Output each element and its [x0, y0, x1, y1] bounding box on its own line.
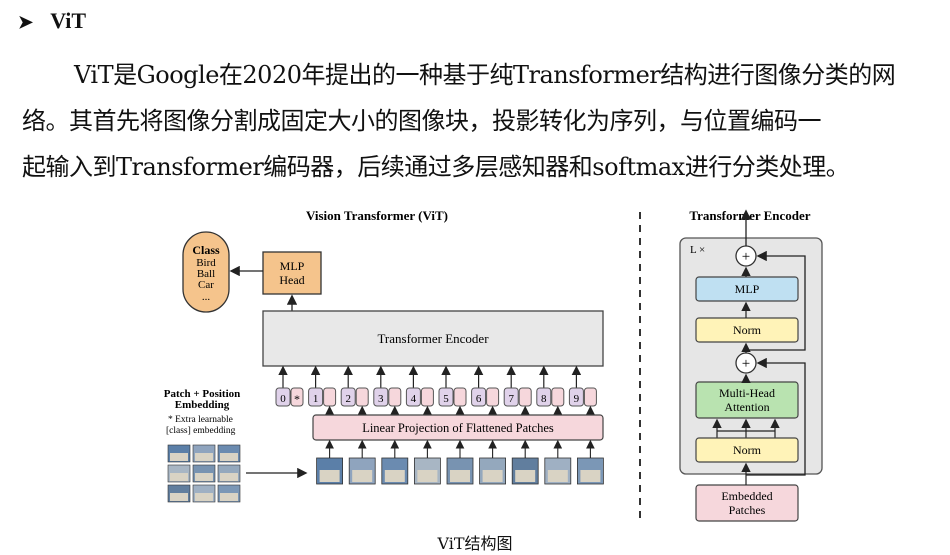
class-item: Ball — [197, 268, 215, 280]
position-embedding-token — [536, 387, 552, 407]
figure-caption: ViT结构图 — [437, 534, 513, 553]
token-sequence: 0 * 1 2 3 4 5 6 7 8 9 — [275, 365, 597, 415]
image-patch-detail — [417, 470, 438, 482]
arrow-bullet-icon: ➤ — [18, 12, 34, 32]
mlp-head-label: Head — [279, 273, 304, 287]
linear-projection-label: Linear Projection of Flattened Patches — [362, 421, 554, 435]
class-output-box — [182, 231, 230, 313]
source-image-tile-detail — [195, 453, 213, 461]
position-embedding-token — [438, 387, 454, 407]
mlp-head-box — [262, 251, 322, 295]
norm-label: Norm — [733, 443, 762, 457]
position-index: 6 — [476, 393, 482, 405]
transformer-encoder-label: Transformer Encoder — [377, 331, 489, 346]
attention-label: Multi-Head — [719, 386, 775, 400]
paragraph-line-2: 络。其首先将图像分割成固定大小的图像块，投影转化为序列，与位置编码一 — [22, 107, 822, 135]
norm-label: Norm — [733, 323, 762, 337]
patch-embedding-token — [518, 387, 532, 407]
position-index: 5 — [443, 393, 449, 405]
patch-embedding-token — [453, 387, 467, 407]
class-item: ... — [202, 291, 211, 303]
position-embedding-token — [275, 387, 291, 407]
section-title: ViT — [50, 8, 87, 33]
class-title: Class — [192, 243, 220, 257]
position-index: 8 — [541, 393, 547, 405]
position-index: 2 — [345, 393, 351, 405]
position-embedding-token — [373, 387, 389, 407]
image-patch-detail — [580, 470, 601, 482]
section-heading: ➤ ViT — [18, 8, 86, 34]
attention-label: Attention — [724, 400, 769, 414]
image-patches — [316, 439, 604, 485]
patch-embedding-token — [388, 387, 402, 407]
patch-embedding-token — [420, 387, 434, 407]
mlp-head-label: MLP — [280, 259, 305, 273]
transformer-encoder-box — [262, 310, 604, 367]
class-token — [290, 387, 304, 407]
position-embedding-token — [503, 387, 519, 407]
encoder-panel-title: Transformer Encoder — [689, 208, 810, 223]
source-image-tile-detail — [195, 473, 213, 481]
class-item: Car — [198, 279, 214, 291]
image-patch-detail — [384, 470, 405, 482]
source-image-tile-detail — [220, 473, 238, 481]
patch-embedding-label: Embedding — [175, 399, 230, 411]
image-patch-detail — [450, 470, 470, 482]
vit-architecture-diagram: Vision Transformer (ViT) Transformer Enc… — [164, 208, 823, 522]
source-image-grid — [167, 444, 241, 503]
source-image-tile-detail — [220, 453, 238, 461]
extra-note: * Extra learnable — [168, 415, 233, 425]
position-index: 9 — [574, 393, 580, 405]
position-embedding-token — [405, 387, 421, 407]
embedded-patches-box — [695, 484, 799, 522]
repeat-label: L × — [690, 244, 705, 256]
patch-embedding-label: Patch + Position — [164, 388, 241, 400]
position-embedding-token — [471, 387, 487, 407]
position-embedding-token — [308, 387, 324, 407]
source-image-tile-detail — [170, 493, 188, 501]
paragraph-line-1: ViT是Google在2020年提出的一种基于纯Transformer结构进行图… — [74, 61, 896, 89]
patch-embedding-token — [551, 387, 565, 407]
patch-embedding-token — [323, 387, 337, 407]
patch-embedding-token — [583, 387, 597, 407]
class-item: Bird — [196, 257, 216, 269]
residual-connection-top — [746, 250, 806, 351]
norm-block-top — [695, 317, 799, 343]
position-index: 7 — [508, 393, 514, 405]
extra-note: [class] embedding — [166, 426, 236, 436]
position-index: 1 — [313, 393, 319, 405]
source-image-tile-detail — [195, 493, 213, 501]
residual-connection-bottom — [746, 357, 806, 476]
patch-embedding-token — [355, 387, 369, 407]
position-index: 4 — [411, 393, 417, 405]
image-patch-detail — [319, 470, 340, 482]
image-patch-detail — [515, 470, 536, 482]
image-patch-detail — [547, 470, 568, 482]
mlp-block — [695, 276, 799, 302]
position-index: 0 — [280, 393, 286, 405]
embedded-patches-label: Embedded — [721, 489, 772, 503]
source-image-tile-detail — [170, 453, 188, 461]
position-embedding-token — [340, 387, 356, 407]
norm-block-bottom — [695, 437, 799, 463]
source-image-tile-detail — [220, 493, 238, 501]
intro-paragraph: ViT是Google在2020年提出的一种基于纯Transformer结构进行图… — [22, 52, 942, 190]
image-patch-detail — [482, 470, 503, 482]
patch-embedding-token — [486, 387, 500, 407]
vit-title: Vision Transformer (ViT) — [306, 208, 448, 223]
position-embedding-token — [568, 387, 584, 407]
mlp-block-label: MLP — [735, 282, 760, 296]
plus-icon: + — [742, 249, 750, 265]
paragraph-line-3: 起输入到Transformer编码器，后续通过多层感知器和softmax进行分类… — [22, 153, 850, 181]
plus-icon: + — [742, 356, 750, 372]
class-token-star: * — [294, 392, 300, 406]
image-patch-detail — [352, 470, 373, 482]
position-index: 3 — [378, 393, 384, 405]
embedded-patches-label: Patches — [729, 503, 766, 517]
source-image-tile-detail — [170, 473, 188, 481]
